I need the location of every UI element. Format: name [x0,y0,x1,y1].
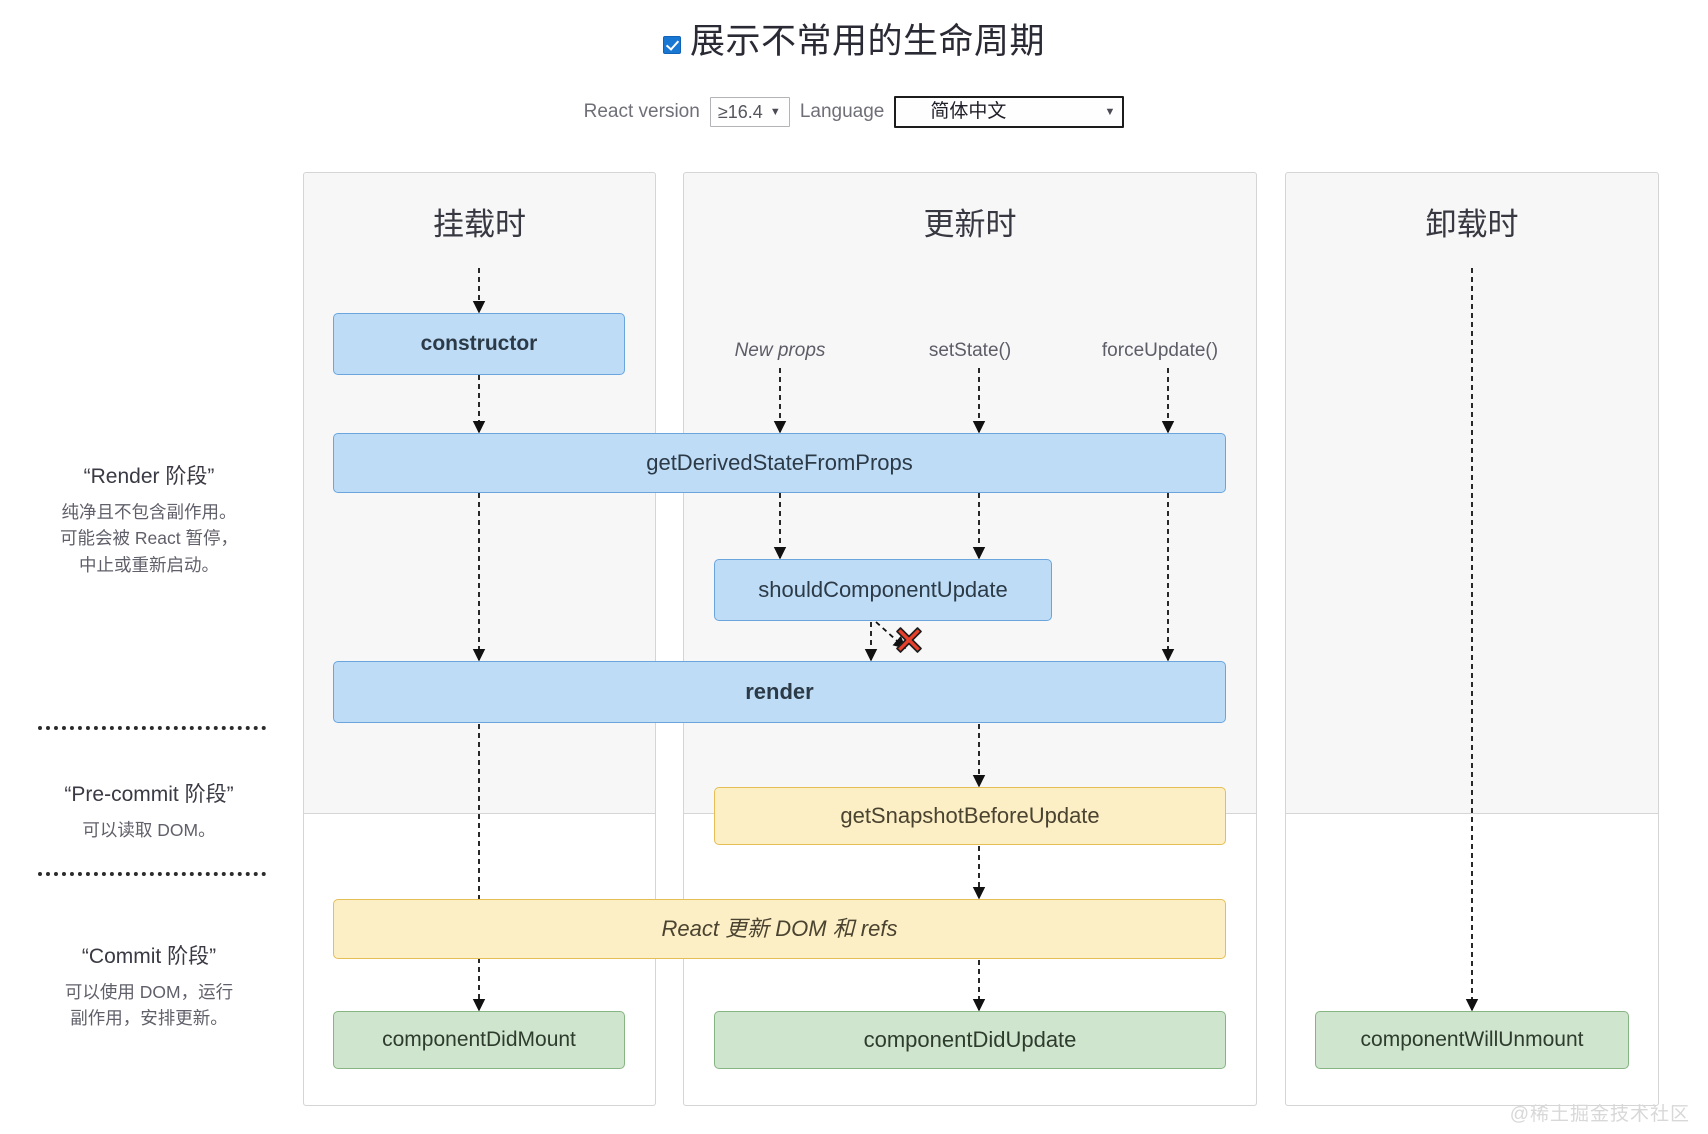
title-row: 展示不常用的生命周期 [0,24,1708,59]
phase-title-commit: “Commit 阶段” [81,945,217,968]
column-title-unmounting: 卸载时 [1425,207,1519,242]
node-get-snapshot-before-update[interactable]: getSnapshotBeforeUpdate [714,787,1226,845]
react-version-select-wrap[interactable]: ≥16.4 ▼ [709,97,790,127]
trigger-new-props: New props [734,340,826,361]
phase-divider-bottom [38,872,266,876]
phase-title-render: “Render 阶段” [83,465,215,488]
phase-note-render: “Render 阶段” 纯净且不包含副作用。 可能会被 React 暂停， 中止… [14,460,284,578]
phase-divider-top [38,726,266,730]
trigger-force-update: forceUpdate() [1101,340,1219,361]
node-should-component-update[interactable]: shouldComponentUpdate [714,559,1052,621]
node-component-did-update[interactable]: componentDidUpdate [714,1011,1226,1069]
red-x-icon [896,627,922,653]
node-react-updates-dom-and-refs[interactable]: React 更新 DOM 和 refs [333,899,1226,959]
trigger-set-state: setState() [928,340,1012,361]
phase-desc-commit: 可以使用 DOM，运行 副作用，安排更新。 [64,982,234,1029]
phase-desc-render: 纯净且不包含副作用。 可能会被 React 暂停， 中止或重新启动。 [60,502,238,575]
column-unmounting: 卸载时 [1285,172,1659,1106]
show-uncommon-lifecycles-checkbox[interactable] [662,35,681,54]
phase-desc-precommit: 可以读取 DOM。 [82,820,216,840]
column-updating: 更新时 [683,172,1257,1106]
node-render[interactable]: render [333,661,1226,723]
column-title-updating: 更新时 [923,207,1017,242]
language-label: Language [799,101,885,122]
phase-title-precommit: “Pre-commit 阶段” [64,783,234,806]
phase-note-precommit: “Pre-commit 阶段” 可以读取 DOM。 [14,778,284,843]
phase-note-commit: “Commit 阶段” 可以使用 DOM，运行 副作用，安排更新。 [14,940,284,1032]
controls-row: React version ≥16.4 ▼ Language 简体中文 ▼ [0,96,1708,128]
node-component-will-unmount[interactable]: componentWillUnmount [1315,1011,1629,1069]
react-version-label: React version [583,101,700,122]
watermark: @稀土掘金技术社区 [1509,1104,1690,1125]
page-title: 展示不常用的生命周期 [689,22,1045,61]
language-select[interactable]: 简体中文 [894,96,1125,128]
react-version-select[interactable]: ≥16.4 [709,97,790,127]
node-constructor[interactable]: constructor [333,313,625,375]
node-get-derived-state-from-props[interactable]: getDerivedStateFromProps [333,433,1226,493]
column-title-mounting: 挂载时 [433,207,526,242]
language-select-wrap[interactable]: 简体中文 ▼ [894,96,1125,128]
node-component-did-mount[interactable]: componentDidMount [333,1011,625,1069]
